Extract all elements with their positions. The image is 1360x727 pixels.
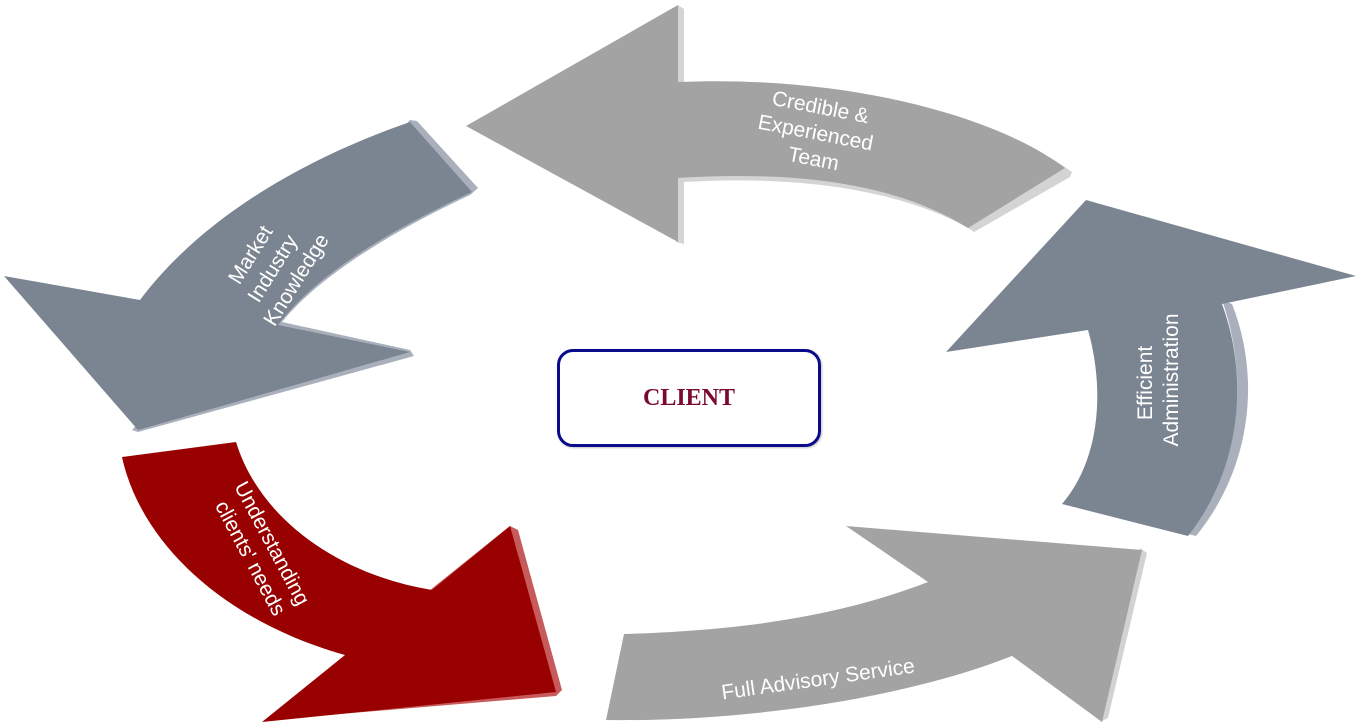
arrow-market-knowledge-shape xyxy=(4,122,472,430)
arrow-understanding-needs-shape xyxy=(122,442,556,722)
arrow-market-knowledge: Market Industry Knowledge xyxy=(4,120,478,432)
arrow-full-advisory: Full Advisory Service xyxy=(606,526,1147,722)
arrow-efficient-admin-label: Efficient Administration xyxy=(1134,313,1183,446)
client-center-label: CLIENT xyxy=(642,384,736,411)
arrow-efficient-admin: Efficient Administration xyxy=(946,200,1356,536)
arrow-credible-team-shape xyxy=(466,5,1065,242)
arrow-credible-team: Credible & Experienced Team xyxy=(466,5,1072,244)
arrow-full-advisory-shape xyxy=(606,526,1142,722)
arrow-efficient-admin-shape xyxy=(946,200,1356,536)
arrow-efficient-admin-depth xyxy=(1188,300,1249,536)
client-center-box: CLIENT xyxy=(557,349,821,447)
arrow-understanding-needs: Understanding clients' needs xyxy=(122,442,562,722)
